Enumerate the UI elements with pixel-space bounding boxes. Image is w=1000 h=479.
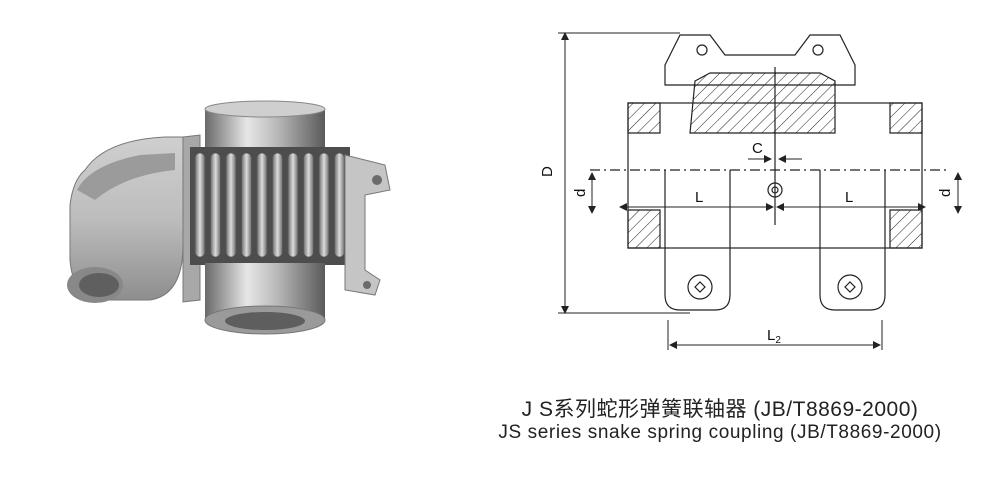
cover-shell — [67, 134, 201, 303]
caption-chinese: J S系列蛇形弹簧联轴器 (JB/T8869-2000) — [521, 398, 919, 421]
dim-C-label: C — [752, 140, 763, 157]
spring-grid — [190, 147, 350, 265]
hub-bottom — [204, 263, 326, 335]
caption-english: JS series snake spring coupling (JB/T886… — [498, 422, 942, 443]
spring-coil — [334, 152, 345, 258]
dim-L-right-label: L — [845, 189, 853, 206]
dim-L2-label: L2 — [767, 327, 781, 346]
dim-D-label: D — [539, 166, 556, 177]
spring-coil — [225, 152, 237, 258]
coupling-photo — [67, 100, 391, 335]
cover-flange-right — [344, 154, 391, 296]
dimension-drawing: D d d C L L L2 — [539, 32, 962, 350]
spring-coil — [256, 152, 268, 258]
dim-d-right-label: d — [937, 189, 954, 197]
spring-coil — [272, 152, 283, 258]
spring-coil — [210, 152, 221, 258]
spring-coil — [241, 152, 252, 258]
spring-coil — [287, 152, 299, 258]
spring-coil — [318, 152, 330, 258]
dim-d-left-label: d — [572, 189, 589, 197]
hub-top — [204, 100, 326, 151]
dim-L-left-label: L — [695, 189, 703, 206]
spring-coil — [303, 152, 314, 258]
spring-coil — [194, 152, 206, 258]
